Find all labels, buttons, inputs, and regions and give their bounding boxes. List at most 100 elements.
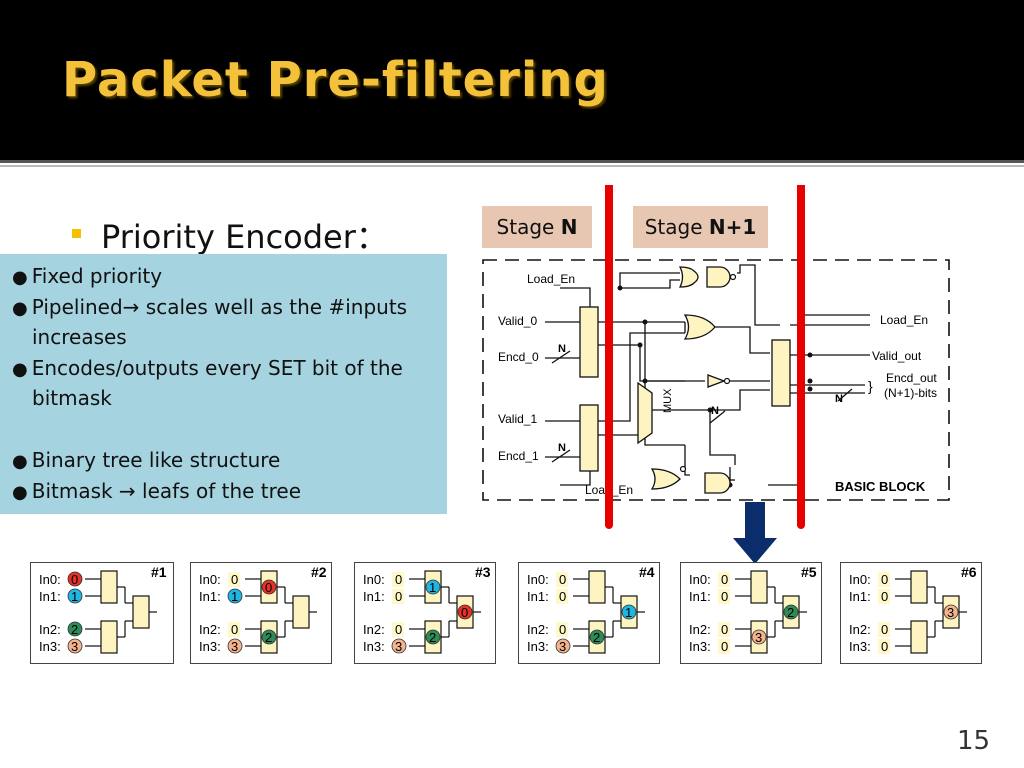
tree-input-label: In3:	[849, 639, 871, 654]
tree-node-token	[589, 629, 605, 645]
stage-n1-tag: Stage N+1	[633, 206, 768, 248]
n-label: N	[558, 442, 566, 454]
info-item-continued: increases	[32, 325, 127, 349]
tree-tag: #2	[311, 564, 327, 580]
bullet-dot-icon: ●	[12, 451, 28, 472]
tree-input-value-bg	[392, 589, 404, 604]
tree-input-label: In0:	[527, 572, 549, 587]
tree-input-value-bg	[556, 572, 568, 587]
tree-input-value: 0	[395, 622, 402, 637]
info-item: ●Encodes/outputs every SET bit of the	[12, 356, 403, 380]
tree-input-label: In2:	[849, 622, 871, 637]
tree-input-value: 0	[231, 622, 238, 637]
n-label: N	[558, 343, 566, 355]
mux-block	[637, 381, 653, 445]
info-item: ●Fixed priority	[12, 264, 163, 288]
tree-node-token	[621, 604, 637, 620]
tree-node-top	[100, 570, 118, 604]
valid-out-label: Valid_out	[872, 349, 922, 363]
tree-input-label: In1:	[39, 589, 61, 604]
tree-node-top	[588, 570, 606, 604]
encd-1-label: Encd_1	[498, 449, 539, 463]
tree-input-value-circle	[227, 588, 243, 604]
tree-input-value-circle	[555, 638, 571, 654]
tree-input-value-bg	[878, 572, 890, 587]
main-bullet-text: Priority Encoder：	[101, 218, 388, 256]
tree-input-label: In3:	[199, 639, 221, 654]
tree-input-label: In2:	[199, 622, 221, 637]
tree-input-value-circle	[67, 621, 83, 637]
tree-input-value: 3	[559, 639, 566, 654]
or-gate-bottom	[650, 468, 681, 490]
tree-input-value-bg	[718, 589, 730, 604]
tree-input-label: In1:	[689, 589, 711, 604]
tree-node-value: 1	[625, 605, 632, 620]
tree-input-label: In2:	[527, 622, 549, 637]
tree-input-value-circle	[67, 588, 83, 604]
tree-input-label: In1:	[363, 589, 385, 604]
tree-node-value: 2	[265, 630, 272, 645]
divider	[0, 160, 1024, 163]
valid-0-label: Valid_0	[498, 314, 537, 328]
or-gate-mid	[683, 314, 716, 340]
tree-input-value: 0	[721, 589, 728, 604]
info-item: ●Binary tree like structure	[12, 448, 281, 472]
tree-input-value-bg	[878, 639, 890, 654]
tree-input-value: 0	[559, 622, 566, 637]
tree-input-label: In1:	[849, 589, 871, 604]
tree-tag: #3	[475, 564, 491, 580]
tree-tag: #5	[801, 564, 817, 580]
tree-node-token	[783, 604, 799, 620]
tree-input-value-bg	[718, 639, 730, 654]
info-item: ●Bitmask → leafs of the tree	[12, 479, 302, 503]
tree-node-value: 1	[429, 580, 436, 595]
tree-input-value: 0	[721, 572, 728, 587]
tree-node-value: 2	[787, 605, 794, 620]
tree-node-value: 2	[429, 630, 436, 645]
tree-input-value-bg	[392, 622, 404, 637]
and-gate-bottom	[704, 472, 731, 494]
tree-tag: #6	[961, 564, 977, 580]
and-gate-top	[706, 266, 731, 288]
tree-node-bottom	[910, 620, 928, 654]
tree-input-value-bg	[718, 572, 730, 587]
load-en-top-label: Load_En	[527, 272, 575, 286]
tree-node-top	[750, 570, 768, 604]
or-gate-top	[678, 266, 699, 288]
tree-node-value: 0	[461, 605, 468, 620]
tree-node-root	[292, 595, 310, 629]
tree-input-label: In1:	[199, 589, 221, 604]
tree-input-value-bg	[556, 622, 568, 637]
tree-input-value: 3	[231, 639, 238, 654]
tree-input-value: 0	[881, 639, 888, 654]
register-stage-n1	[771, 339, 791, 407]
tree-input-label: In3:	[527, 639, 549, 654]
tree-node-value: 3	[755, 630, 762, 645]
tree-input-value-circle	[67, 571, 83, 587]
basic-block-border	[482, 259, 950, 501]
tree-input-value: 0	[559, 589, 566, 604]
bullet-dot-icon: ●	[12, 267, 28, 288]
inverter-gate	[707, 374, 726, 388]
tree-input-value-circle	[227, 638, 243, 654]
tree-input-label: In2:	[363, 622, 385, 637]
tree-input-value: 0	[395, 572, 402, 587]
main-bullet: Priority Encoder：	[72, 212, 388, 258]
tree-input-value: 0	[881, 572, 888, 587]
tree-input-value-bg	[392, 572, 404, 587]
tree-input-value: 2	[71, 622, 78, 637]
tree-node-token	[261, 629, 277, 645]
basic-block-circuit: Load_En Valid_0 Encd_0 Valid_1 Encd_1 Lo…	[482, 185, 950, 529]
slide-number: 15	[957, 726, 991, 756]
tree-input-value: 0	[231, 572, 238, 587]
tree-input-value: 0	[721, 639, 728, 654]
n-label: N	[835, 393, 843, 405]
load-en-right-label: Load_En	[880, 313, 928, 327]
